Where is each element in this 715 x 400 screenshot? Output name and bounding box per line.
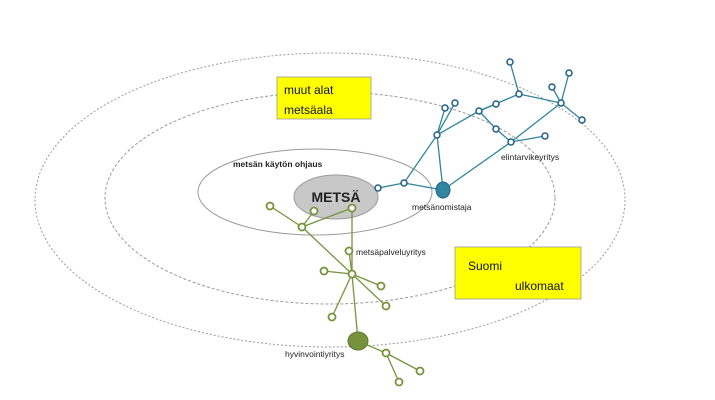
circle-node-icon <box>381 301 391 311</box>
circle-node-icon <box>347 203 357 213</box>
blue-network-nodes <box>374 58 586 192</box>
circle-node-icon <box>344 246 354 256</box>
green-network-nodes <box>265 201 425 387</box>
circle-node-icon <box>327 312 337 322</box>
circle-node-icon <box>507 138 515 146</box>
circle-node-icon <box>515 90 523 98</box>
middle-ring <box>104 91 556 305</box>
box-regions-line1: Suomi <box>468 259 502 273</box>
circle-node-icon <box>376 281 386 291</box>
circle-node-icon <box>347 269 357 279</box>
circle-node-icon <box>541 132 549 140</box>
circle-node-icon <box>381 348 391 358</box>
food-company-label: elintarvikeyritys <box>501 152 559 162</box>
center-label: METSÄ <box>312 189 361 205</box>
box-sectors-line2: metsäala <box>284 103 333 117</box>
forest-owner-filled-node-icon <box>435 181 451 199</box>
outer-ring <box>34 52 626 348</box>
box-regions <box>454 246 582 300</box>
circle-node-icon <box>319 266 329 276</box>
circle-node-icon <box>394 377 404 387</box>
circle-node-icon <box>578 116 586 124</box>
circle-node-icon <box>451 99 459 107</box>
circle-node-icon <box>309 206 319 216</box>
inner-ring-label: metsän käytön ohjaus <box>233 159 323 169</box>
circle-node-icon <box>297 222 307 232</box>
circle-node-icon <box>548 83 556 91</box>
wellbeing-company-filled-node-icon <box>347 331 369 351</box>
forest-service-label: metsäpalveluyritys <box>356 247 426 257</box>
circle-node-icon <box>265 201 275 211</box>
forest-owner-label: metsänomistaja <box>412 202 472 212</box>
circle-node-icon <box>400 179 408 187</box>
circle-node-icon <box>506 58 514 66</box>
box-regions-line2: ulkomaat <box>515 279 564 293</box>
inner-ring <box>197 148 433 236</box>
wellbeing-company-label: hyvinvointiyritys <box>285 349 345 359</box>
circle-node-icon <box>415 366 425 376</box>
circle-node-icon <box>557 99 565 107</box>
circle-node-icon <box>475 107 483 115</box>
circle-node-icon <box>492 100 500 108</box>
circle-node-icon <box>441 104 449 112</box>
circle-node-icon <box>565 69 573 77</box>
circle-node-icon <box>433 131 441 139</box>
box-sectors <box>276 76 372 120</box>
blue-network-edges <box>377 61 583 191</box>
circle-node-icon <box>492 125 500 133</box>
circle-node-icon <box>374 184 382 192</box>
box-sectors-line1: muut alat <box>284 83 334 97</box>
